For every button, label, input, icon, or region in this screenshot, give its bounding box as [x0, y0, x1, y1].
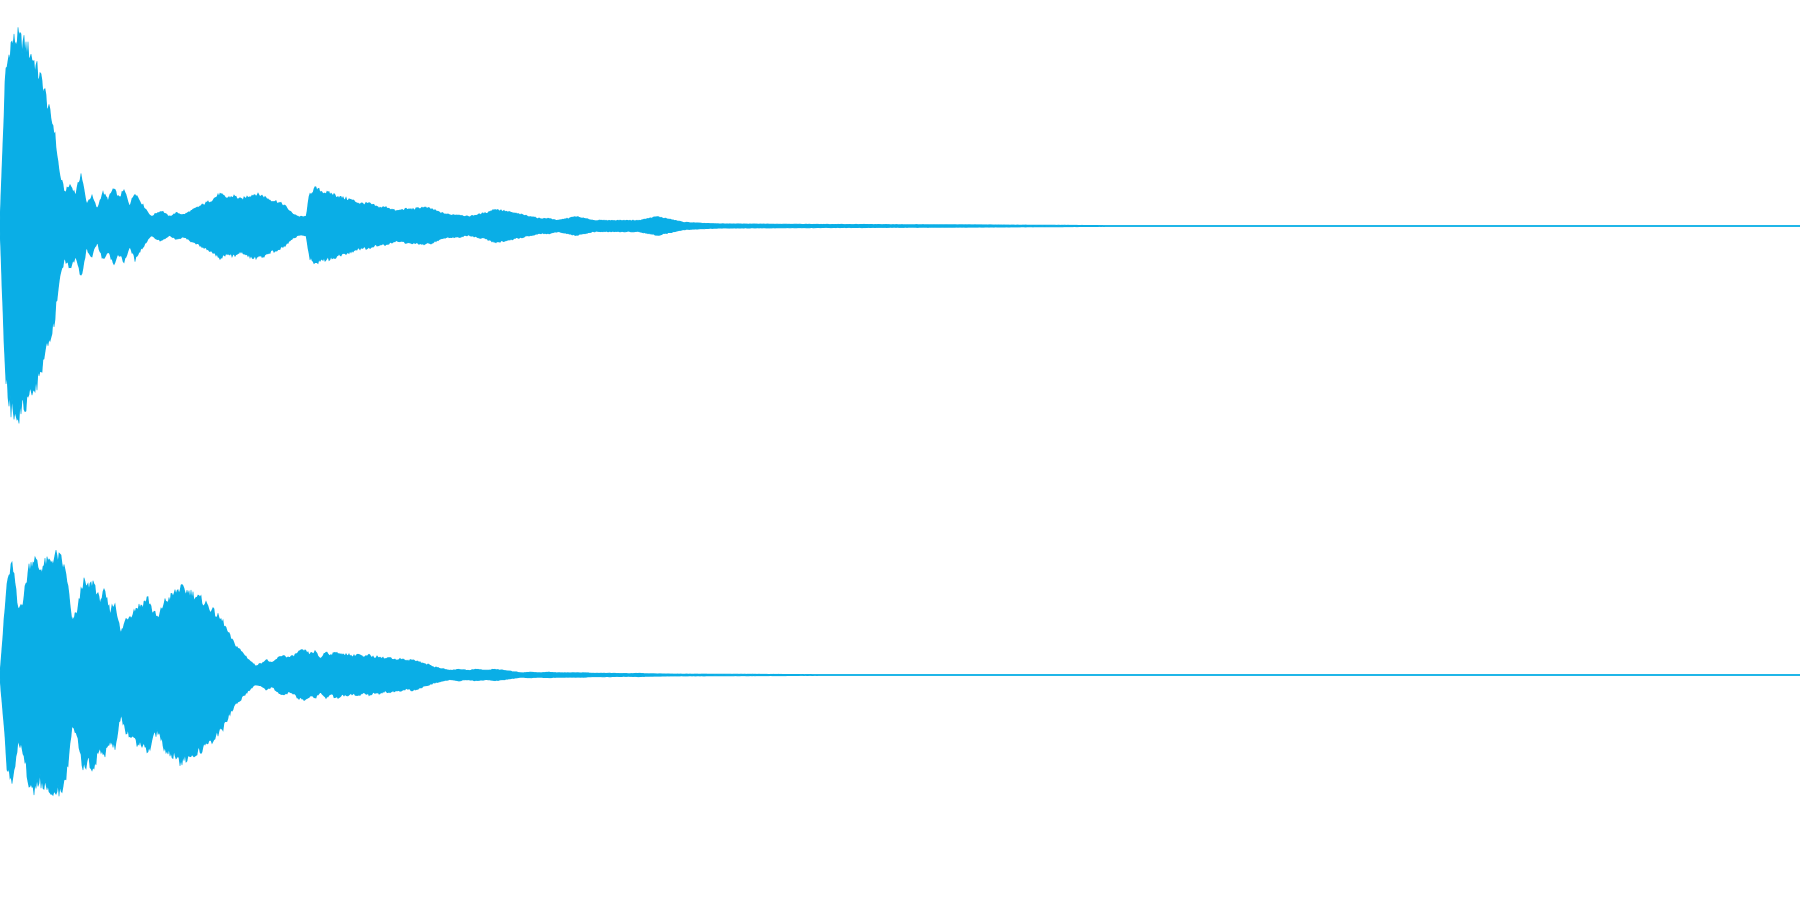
waveform-channel-right [0, 550, 1800, 797]
waveform-channel-left [0, 27, 1800, 424]
waveform-envelope [0, 550, 1800, 797]
waveform-envelope [0, 27, 1800, 424]
